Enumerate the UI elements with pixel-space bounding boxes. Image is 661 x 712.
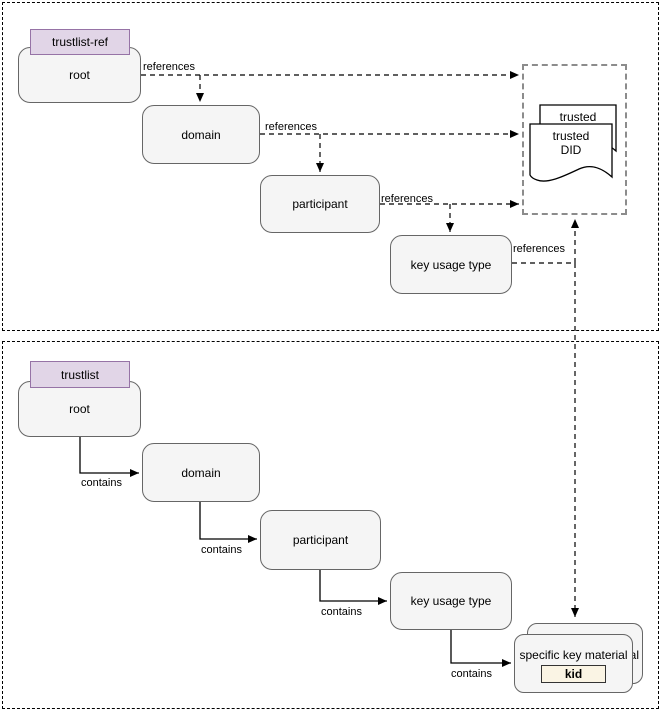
bottom-key-usage-type-node: key usage type xyxy=(390,572,512,630)
trustlist-ref-section-frame xyxy=(2,2,659,331)
bottom-root-label: root xyxy=(69,402,90,416)
specific-key-material-node: specific key material kid xyxy=(514,634,633,693)
contains-edge-label-4: contains xyxy=(451,668,492,680)
bottom-participant-node: participant xyxy=(260,510,381,570)
bottom-domain-label: domain xyxy=(181,465,221,480)
trustlist-ref-header: trustlist-ref xyxy=(30,29,130,55)
bottom-domain-node: domain xyxy=(142,443,260,502)
document-shape-icon xyxy=(529,123,613,182)
bottom-key-usage-type-label: key usage type xyxy=(410,594,492,608)
trusted-did-document-label: trusted DID xyxy=(552,129,590,157)
top-root-label: root xyxy=(69,68,90,82)
trustlist-section-frame xyxy=(2,341,659,709)
kid-box: kid xyxy=(541,665,606,683)
specific-key-material-label: specific key material xyxy=(519,648,628,662)
top-domain-label: domain xyxy=(181,127,221,142)
references-edge-label-4: references xyxy=(513,243,565,255)
trustlist-header: trustlist xyxy=(30,361,130,388)
top-root-node: root xyxy=(18,47,141,103)
references-edge-label-1: references xyxy=(143,61,195,73)
trusted-did-container xyxy=(522,64,627,215)
top-domain-node: domain xyxy=(142,105,260,164)
trusted-document-back-label: trusted xyxy=(559,110,597,124)
trustlist-ref-header-label: trustlist-ref xyxy=(51,35,108,49)
trustlist-header-label: trustlist xyxy=(60,367,99,382)
top-key-usage-type-label: key usage type xyxy=(410,257,492,272)
trusted-did-document: trusted DID xyxy=(529,123,613,184)
contains-edge-label-3: contains xyxy=(321,606,362,618)
references-edge-label-3: references xyxy=(381,193,433,205)
contains-edge-label-1: contains xyxy=(81,477,122,489)
top-participant-node: participant xyxy=(260,175,380,233)
bottom-root-node: root xyxy=(18,381,141,437)
references-edge-label-2: references xyxy=(265,121,317,133)
kid-label: kid xyxy=(564,667,583,681)
top-key-usage-type-node: key usage type xyxy=(390,235,512,294)
top-participant-label: participant xyxy=(292,197,348,211)
bottom-participant-label: participant xyxy=(292,533,349,547)
contains-edge-label-2: contains xyxy=(201,544,242,556)
